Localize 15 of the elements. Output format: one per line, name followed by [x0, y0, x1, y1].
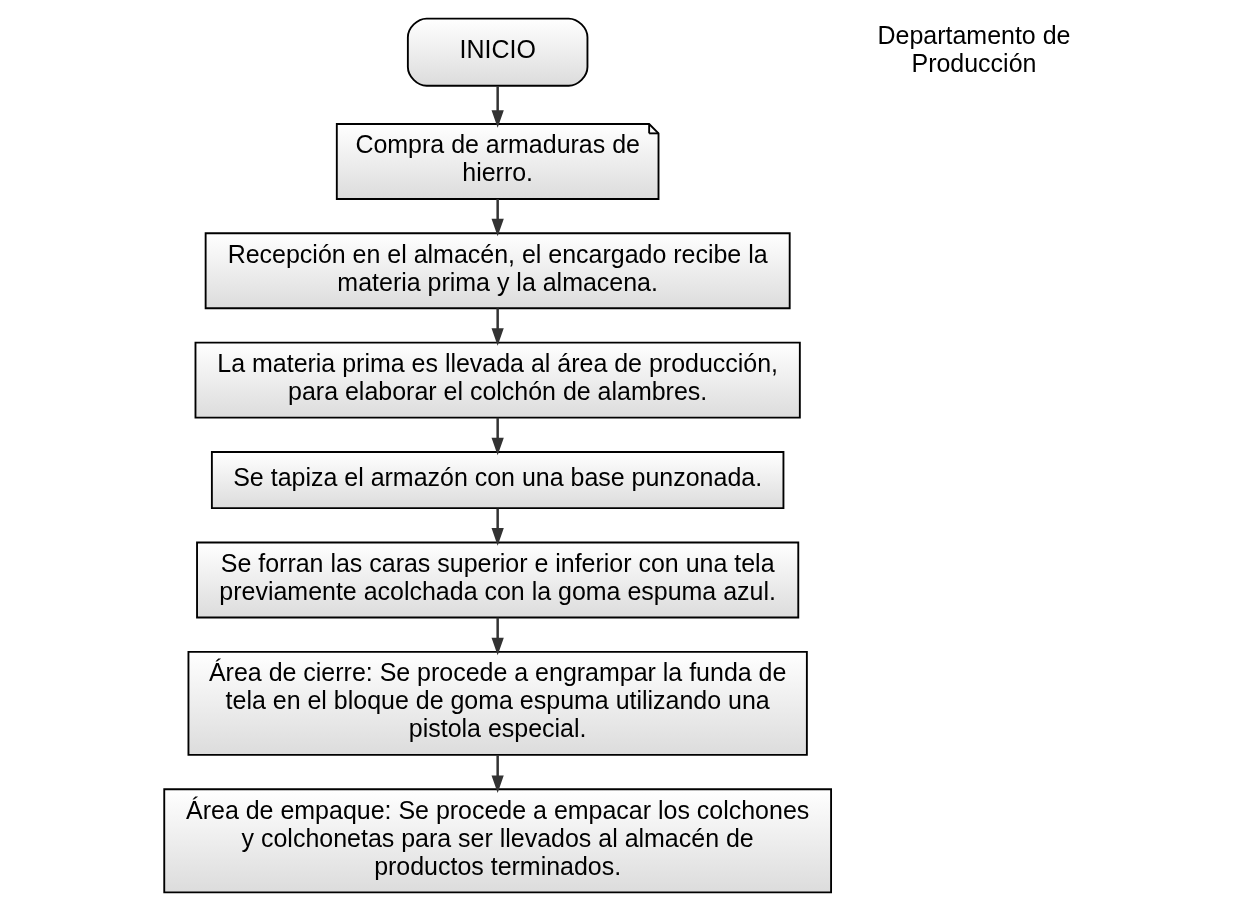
- node-box: Se tapiza el armazón con una base punzonada.: [210, 451, 784, 510]
- arrow: [491, 617, 504, 656]
- label: Departamento de Producción: [877, 21, 1070, 78]
- arrow: [491, 86, 504, 128]
- node-box: La materia prima es llevada al área de producción, para elaborar el colchón de alambres.: [194, 341, 801, 419]
- node-box: INICIO: [406, 17, 588, 87]
- node-box: Recepción en el almacén, el encargado recibe la materia prima y la almacena.: [204, 232, 791, 310]
- arrow: [491, 754, 504, 793]
- arrow: [491, 308, 504, 346]
- arrow: [491, 508, 504, 546]
- node-box: Se forran las caras superior e inferior con una tela previamente acolchada con la goma espuma azul.: [195, 541, 799, 619]
- arrow: [491, 417, 504, 456]
- node-box: Área de cierre: Se procede a engrampar la funda de tela en el bloque de goma espuma utilizando una pistola especial.: [187, 650, 808, 756]
- node-box: Área de empaque: Se procede a empacar los colchones y colchonetas para ser llevados al almacén de productos terminados.: [162, 788, 832, 894]
- arrow: [491, 199, 504, 237]
